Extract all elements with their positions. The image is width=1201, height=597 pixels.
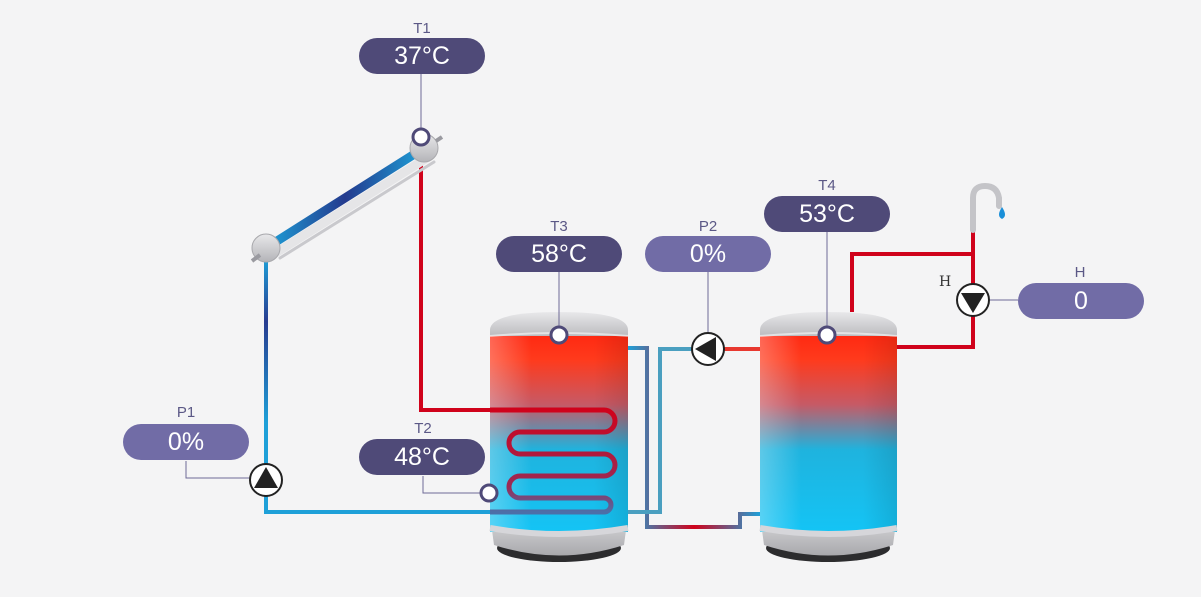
transfer-pipe-cold [628,347,708,514]
faucet-icon [970,182,1005,233]
hot-water-value: 0 [1018,283,1144,319]
sensor-t4-value: 53°C [764,196,890,232]
pipes [264,150,975,529]
sensor-t3-label: T3 [550,218,568,235]
sensor-t1-dot [411,127,431,147]
pump-p1-value: 0% [123,424,249,460]
storage-tank-2 [759,312,898,562]
sensor-t2-label: T2 [414,420,432,437]
sensor-t3-dot [549,325,569,345]
hot-water-pipe [897,230,975,349]
storage-tank-1 [489,312,629,562]
sensor-t1-label: T1 [413,20,431,37]
pump-p2-icon[interactable] [691,332,725,366]
pump-p1-icon[interactable] [249,463,283,497]
sensor-dots [411,127,837,503]
sensor-t1-value: 37°C [359,38,485,74]
sensor-t2-dot [479,483,499,503]
water-drop-icon [999,207,1005,219]
sensor-t2-value: 48°C [359,439,485,475]
sensor-t3-value: 58°C [496,236,622,272]
pump-p2-value: 0% [645,236,771,272]
valve-h-label: H [939,274,952,290]
cold-return-pipe [264,258,490,514]
valve-h-icon[interactable] [956,283,990,317]
solar-collector [250,133,444,263]
pump-p2-label: P2 [698,218,718,235]
sensor-t4-dot [817,325,837,345]
pump-p1-label: P1 [176,404,196,421]
sensor-t4-label: T4 [818,177,836,194]
tank2-outlet-pipe [850,252,973,312]
transfer-pipe-bottom [628,346,760,529]
heat-exchanger-coil [490,407,618,515]
hot-water-label: H [1074,264,1086,281]
hot-supply-pipe [419,150,490,412]
